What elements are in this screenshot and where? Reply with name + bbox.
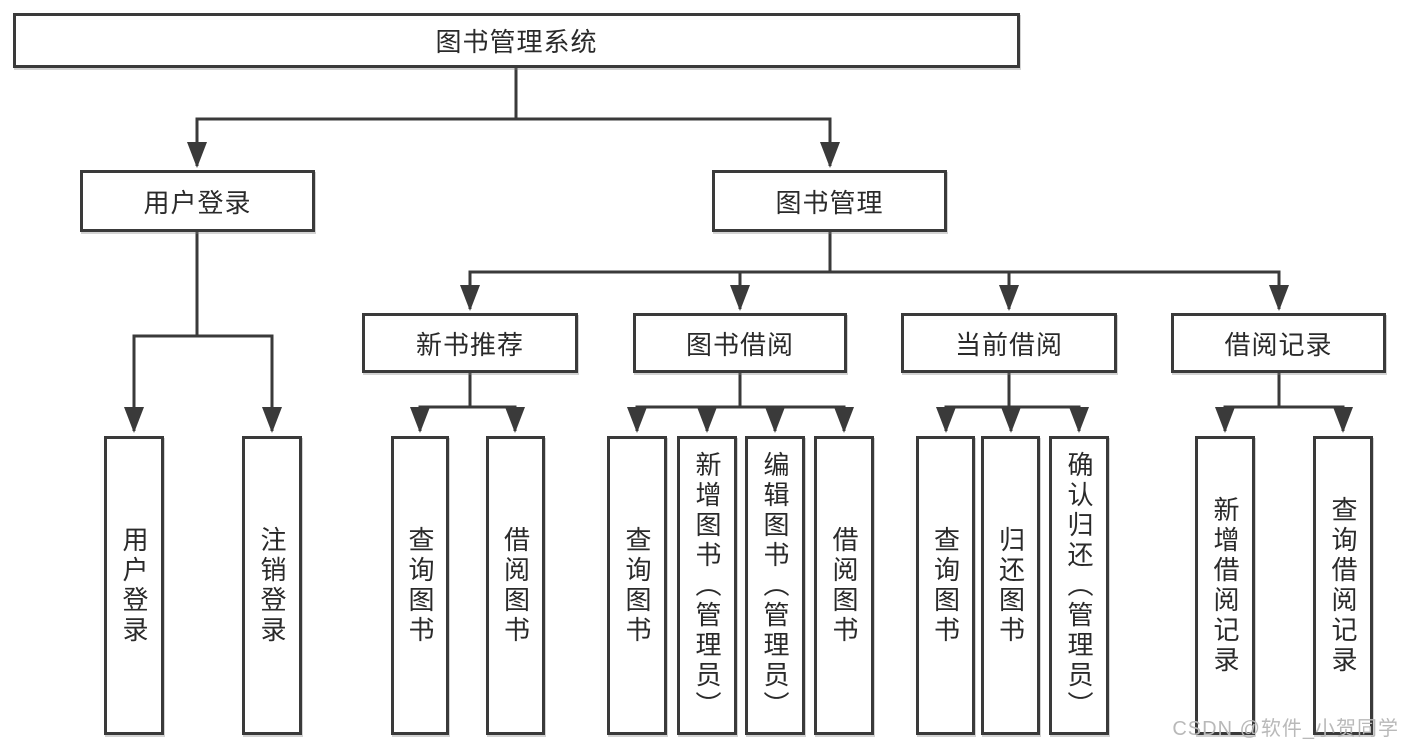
- leaf-logout: 注销登录: [242, 436, 302, 735]
- node-book-borrow: 图书借阅: [633, 313, 847, 373]
- leaf-br-query-record: 查询借阅记录: [1313, 436, 1373, 735]
- node-new-book-recommend: 新书推荐: [362, 313, 578, 373]
- leaf-bb-add-books-admin: 新增图书（管理员）: [677, 436, 737, 735]
- watermark-text: CSDN @软件_小贺同学: [1172, 718, 1399, 740]
- leaf-nbr-borrow-books: 借阅图书: [486, 436, 545, 735]
- leaf-bb-borrow-books: 借阅图书: [814, 436, 874, 735]
- leaf-cb-query-books: 查询图书: [916, 436, 975, 735]
- leaf-bb-query-books: 查询图书: [607, 436, 667, 735]
- leaf-bb-edit-books-admin: 编辑图书（管理员）: [745, 436, 805, 735]
- node-book-management: 图书管理: [712, 170, 947, 232]
- node-user-login: 用户登录: [80, 170, 315, 232]
- node-current-borrow: 当前借阅: [901, 313, 1117, 373]
- leaf-cb-return-books: 归还图书: [981, 436, 1040, 735]
- leaf-nbr-query-books: 查询图书: [391, 436, 449, 735]
- node-root: 图书管理系统: [13, 13, 1020, 68]
- leaf-cb-confirm-return-admin: 确认归还（管理员）: [1049, 436, 1109, 735]
- leaf-user-login: 用户登录: [104, 436, 164, 735]
- node-borrow-records: 借阅记录: [1171, 313, 1386, 373]
- leaf-br-add-record: 新增借阅记录: [1195, 436, 1255, 735]
